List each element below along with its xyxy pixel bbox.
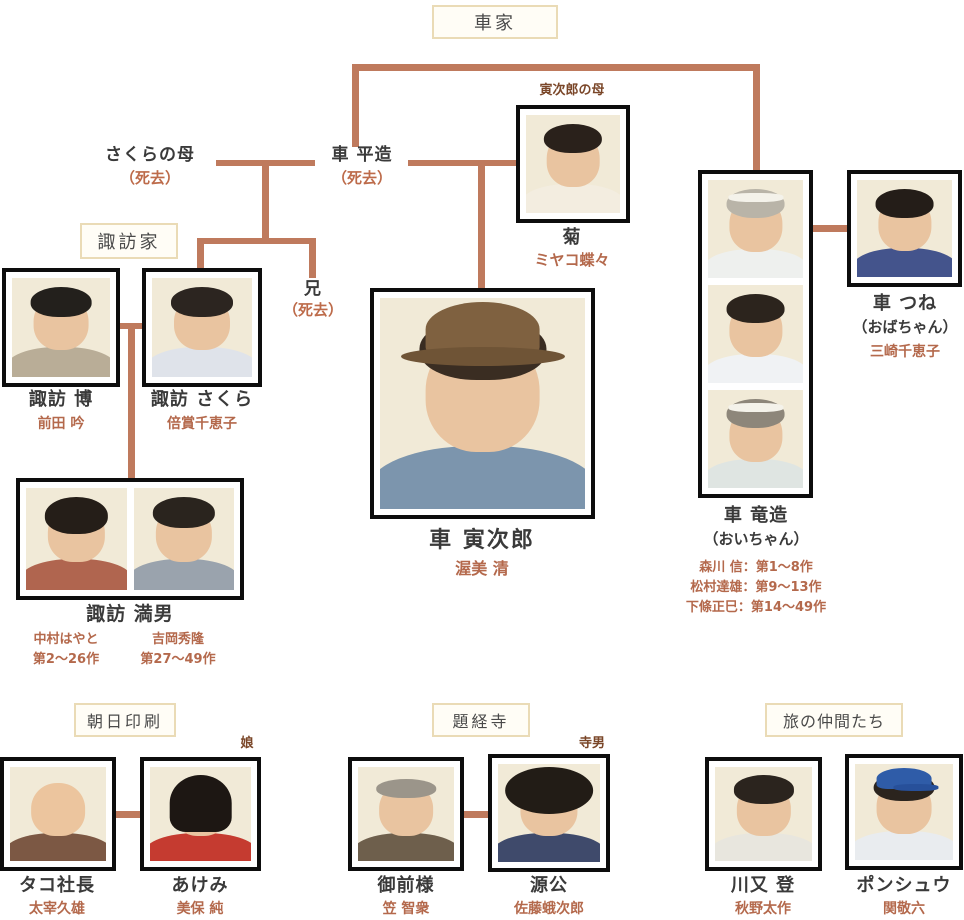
mitsuo-actor-2: 吉岡秀隆 [151,632,204,647]
connector-sakura-drop [197,238,204,270]
hiroshi-portrait [12,278,110,377]
person-genko-role: 寺男 [578,736,606,751]
mitsuo-actor-2-block: 吉岡秀隆 第27〜49作 [140,630,215,670]
person-hirazo-name: 車 平造 [331,145,393,165]
person-torajiro-actor: 渥美 清 [455,559,509,578]
sakura-portrait [152,278,252,377]
person-mitsuo-photo [16,478,244,600]
person-ani-note: （死去） [282,301,344,319]
connector-marriage-ryuzo-tsune [813,225,847,232]
person-ponshu-actor: 関敬六 [883,901,925,917]
person-torajiro-name: 車 寅次郎 [429,528,535,553]
connector-marriage-hirazo-kiku [408,160,518,166]
mitsuo-actor-1-block: 中村はやと 第2〜26作 [33,630,99,670]
ryuzo-portrait-matsumura [708,285,803,383]
person-mitsuo-name: 諏訪 満男 [86,603,174,625]
ryuzo-actor-3: 下條正巳：第14〜49作 [685,600,827,616]
tag-suwa-family: 諏訪家 [80,223,178,259]
genko-portrait [498,764,600,862]
connector-brothers-horizontal [352,64,760,71]
mitsuo-actor-1: 中村はやと [33,632,99,647]
person-tsune-name: 車 つね [872,293,938,314]
person-hiroshi-photo [2,268,120,387]
tag-tabi-label: 旅の仲間たち [782,712,885,731]
person-sakura-actor: 倍賞千恵子 [167,416,237,432]
akemi-portrait [150,767,251,861]
ryuzo-actor-1: 森川 信：第1〜8作 [699,560,813,575]
tsune-portrait [857,180,952,277]
person-akemi-name: あけみ [171,875,229,896]
person-sakuramother-note: （死去） [119,169,181,187]
person-torajiro-photo [370,288,595,519]
person-gozensama-photo [348,757,464,871]
tag-daikyoji-temple: 題経寺 [432,703,530,737]
person-genko-actor: 佐藤蛾次郎 [514,901,584,917]
tag-daikyoji-label: 題経寺 [452,712,510,731]
person-ponshu-photo [845,754,963,870]
person-ryuzo-name: 車 竜造 [723,505,789,526]
person-akemi-photo [140,757,261,871]
mitsuo-portrait-yoshioka [133,488,234,590]
kiku-portrait [526,115,620,213]
tag-asahi-label: 朝日印刷 [86,712,163,731]
person-sakura-name: 諏訪 さくら [150,389,254,410]
kawamata-portrait [715,767,812,861]
person-hiroshi-name: 諏訪 博 [28,389,94,410]
ponshu-portrait [855,764,953,860]
person-tsune-alias: （おばちゃん） [852,318,958,336]
person-kiku-role: 寅次郎の母 [539,83,605,98]
person-kiku-photo [516,105,630,223]
person-kiku-actor: ミヤコ蝶々 [534,251,610,269]
tag-suwa-label: 諏訪家 [97,232,161,253]
person-tako-actor: 太宰久雄 [29,901,85,917]
connector-siblings-bar [197,238,316,244]
gozensama-portrait [358,767,454,861]
connector-children-drop [262,160,269,244]
connector-gozensama-genko [464,811,490,818]
connector-ani-drop [309,238,316,278]
person-genko-name: 源公 [530,875,568,896]
torajiro-portrait [380,298,585,509]
person-ryuzo-actors: 森川 信：第1〜8作 松村達雄：第9〜13作 下條正巳：第14〜49作 [686,558,826,618]
person-gozensama-actor: 笠 智衆 [382,901,430,917]
ryuzo-portrait-shimojo [708,390,803,488]
tag-travel-companions: 旅の仲間たち [765,703,903,737]
family-title-box: 車家 [432,5,558,39]
connector-brothers-left-drop [352,64,359,147]
person-kawamata-name: 川又 登 [730,875,796,896]
mitsuo-actor-2-films: 第27〜49作 [140,652,216,668]
ryuzo-actor-2: 松村達雄：第9〜13作 [690,580,822,596]
person-hiroshi-actor: 前田 吟 [37,416,85,432]
connector-mitsuo-drop [128,323,135,478]
person-sakuramother-name: さくらの母 [105,145,195,165]
person-ryuzo-photo [698,170,813,498]
person-kawamata-photo [705,757,822,871]
ryuzo-portrait-morikawa [708,180,803,278]
person-akemi-actor: 美保 純 [176,901,224,917]
mitsuo-portrait-nakamura [26,488,127,590]
person-kiku-name: 菊 [562,227,582,248]
person-tsune-photo [847,170,962,287]
person-ani-name: 兄 [304,279,322,299]
person-tako-photo [0,757,116,871]
person-gozensama-name: 御前様 [377,875,435,896]
person-akemi-role: 娘 [240,736,254,751]
person-tako-name: タコ社長 [19,875,95,896]
mitsuo-actor-1-films: 第2〜26作 [32,652,100,668]
person-ponshu-name: ポンシュウ [856,875,952,896]
person-genko-photo [488,754,610,872]
person-kawamata-actor: 秋野太作 [735,901,791,917]
connector-torajiro-drop [478,160,485,288]
tako-portrait [10,767,106,861]
person-ryuzo-alias: （おいちゃん） [703,530,809,548]
person-hirazo-note: （死去） [331,169,393,187]
family-title: 車家 [474,13,516,34]
person-tsune-actor: 三崎千恵子 [870,344,940,360]
person-sakura-photo [142,268,262,387]
tag-asahi-printing: 朝日印刷 [74,703,176,737]
connector-brothers-right-drop [753,64,760,172]
connector-marriage-tako-akemi [116,811,142,818]
